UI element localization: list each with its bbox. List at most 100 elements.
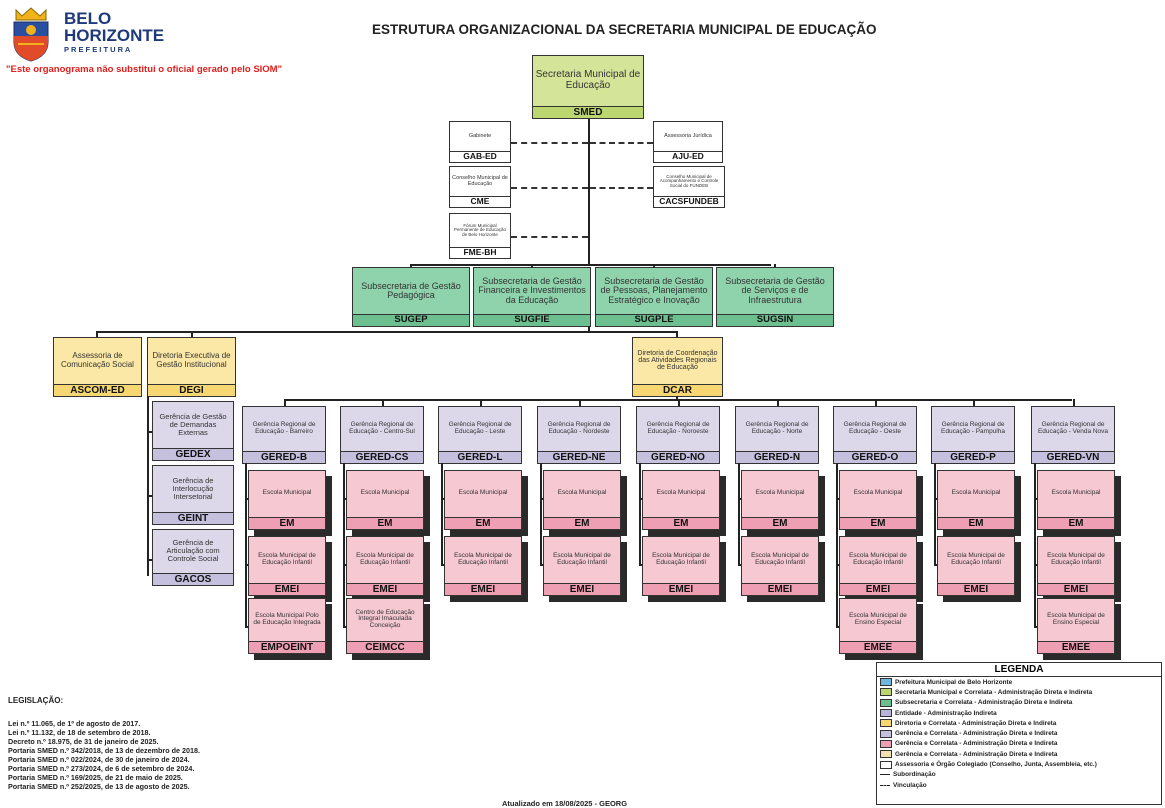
legend-item: Diretoria e Correlata - Administração Di… (877, 718, 1161, 728)
gered-box[interactable]: Gerência Regional de Educação - Pampulha… (931, 406, 1015, 464)
branch-line (836, 564, 840, 566)
unit-abbreviation: EM (938, 516, 1014, 529)
legend-swatch (880, 719, 892, 728)
unit-abbreviation: EM (544, 516, 620, 529)
branch-line (540, 564, 544, 566)
legislation-item: Lei n.º 11.132, de 18 de setembro de 201… (8, 728, 151, 737)
gered-box[interactable]: Gerência Regional de Educação - Barreiro… (242, 406, 326, 464)
gered-drop-line (973, 399, 975, 407)
unit-abbreviation: EM (1038, 516, 1114, 529)
unit-abbreviation: SUGEP (353, 314, 469, 326)
subsecretaria-box[interactable]: Subsecretaria de Gestão de Serviços e de… (716, 267, 834, 327)
legend-label: Entidade - Administração Indireta (895, 709, 997, 717)
coat-of-arms-icon (13, 7, 49, 62)
unit-abbreviation: EMEI (938, 582, 1014, 595)
logo-line-horizonte: HORIZONTE (64, 26, 165, 45)
legend-label: Subsecretaria e Correlata - Administraçã… (895, 699, 1073, 707)
unit-name: Subsecretaria de Gestão de Pessoas, Plan… (600, 275, 708, 305)
degi-gerencia-box[interactable]: Gerência de Articulação com Controle Soc… (152, 529, 234, 586)
unit-abbreviation: CACSFUNDEB (654, 196, 724, 207)
gered-side-line (441, 463, 443, 564)
gered-side-line (639, 463, 641, 564)
logo-line-prefeitura: P R E F E I T U R A (64, 45, 131, 54)
branch-line (934, 498, 938, 500)
unit-name: Escola Municipal de Educação Infantil (356, 551, 414, 566)
degi-box[interactable]: Diretoria Executiva de Gestão Institucio… (147, 337, 236, 397)
unit-abbreviation: EM (742, 516, 818, 529)
advisory-left-box[interactable]: Fórum Municipal Permanente de Educação d… (449, 213, 511, 259)
logo-line-belo: BELO (64, 9, 112, 28)
unit-abbreviation: EMEI (347, 582, 423, 595)
gered-side-line (1034, 463, 1036, 626)
unit-abbreviation: GEDEX (153, 447, 233, 460)
school-box[interactable]: Escola Municipal Polo de Educação Integr… (248, 598, 326, 654)
unit-name: Gerência Regional de Educação - Leste (448, 420, 512, 435)
branch-line (1034, 564, 1038, 566)
gered-box[interactable]: Gerência Regional de Educação - Nordeste… (537, 406, 621, 464)
legend-label: Gerência e Correlata - Administração Dir… (895, 740, 1058, 748)
unit-name: Conselho Municipal de Educação (452, 174, 508, 187)
unit-abbreviation: CME (450, 196, 510, 207)
sub-drop-line (774, 264, 776, 268)
unit-abbreviation: DEGI (148, 383, 235, 396)
unit-name: Diretoria Executiva de Gestão Institucio… (152, 351, 231, 369)
unit-abbreviation: GERED-CS (341, 450, 423, 463)
dcar-box[interactable]: Diretoria de Coordenação das Atividades … (632, 337, 723, 397)
trunk-line (676, 396, 678, 400)
subsecretaria-box[interactable]: Subsecretaria de Gestão Financeira e Inv… (473, 267, 591, 327)
unit-abbreviation: GACOS (153, 572, 233, 585)
unit-name: Centro de Educação Integral Imaculada Co… (355, 608, 415, 630)
gered-box[interactable]: Gerência Regional de Educação - Venda No… (1031, 406, 1115, 464)
legislation-item: Lei n.º 11.065, de 1º de agosto de 2017. (8, 719, 141, 728)
legend-label: Gerência e Correlata - Administração Dir… (895, 750, 1058, 758)
unit-abbreviation: GEINT (153, 511, 233, 524)
city-logo: BELO HORIZONTE P R E F E I T U R A (8, 6, 200, 64)
unit-abbreviation: GERED-P (932, 450, 1014, 463)
school-box[interactable]: Centro de Educação Integral Imaculada Co… (346, 598, 424, 654)
legend-label: Diretoria e Correlata - Administração Di… (895, 719, 1057, 727)
advisory-right-box[interactable]: Conselho Municipal de Acompanhamento e C… (653, 166, 725, 208)
branch-line (147, 495, 153, 497)
gered-box[interactable]: Gerência Regional de Educação - Centro-S… (340, 406, 424, 464)
subsecretaria-box[interactable]: Subsecretaria de Gestão de Pessoas, Plan… (595, 267, 713, 327)
level2-bus-line (96, 331, 678, 333)
unit-abbreviation: CEIMCC (347, 640, 423, 653)
trunk-line (588, 118, 590, 265)
drop-line (96, 331, 98, 338)
unit-name: Gerência Regional de Educação - Noroeste (646, 420, 710, 435)
legend-label: Assessoria e Órgão Colegiado (Conselho, … (895, 761, 1097, 769)
legend-title: LEGENDA (877, 663, 1161, 677)
gered-box[interactable]: Gerência Regional de Educação - Noroeste… (636, 406, 720, 464)
